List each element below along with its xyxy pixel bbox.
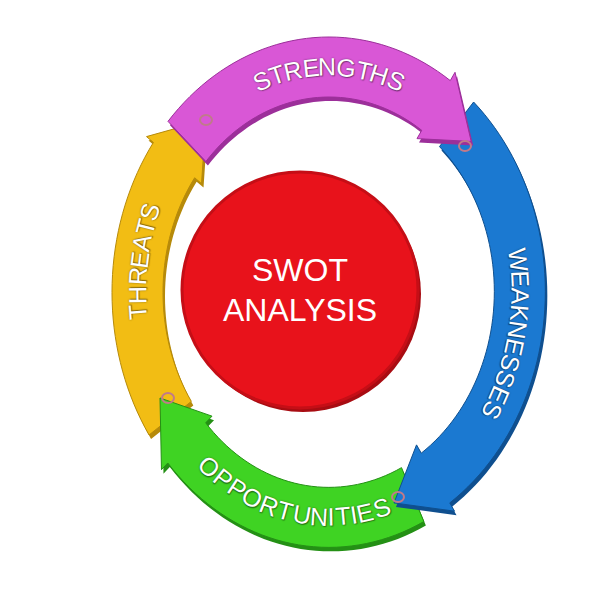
arrow-band: OPPORTUNITIES xyxy=(150,388,434,557)
circle-shape xyxy=(176,166,424,414)
center-title: SWOT ANALYSIS xyxy=(215,250,385,330)
band-face xyxy=(168,37,471,162)
band-shape xyxy=(150,388,434,557)
arrow-band: STRENGTHS xyxy=(158,27,481,172)
circle-face xyxy=(182,172,418,408)
band-shape xyxy=(158,27,481,172)
band-face xyxy=(160,398,424,547)
center-circle: SWOT ANALYSIS xyxy=(176,166,424,414)
